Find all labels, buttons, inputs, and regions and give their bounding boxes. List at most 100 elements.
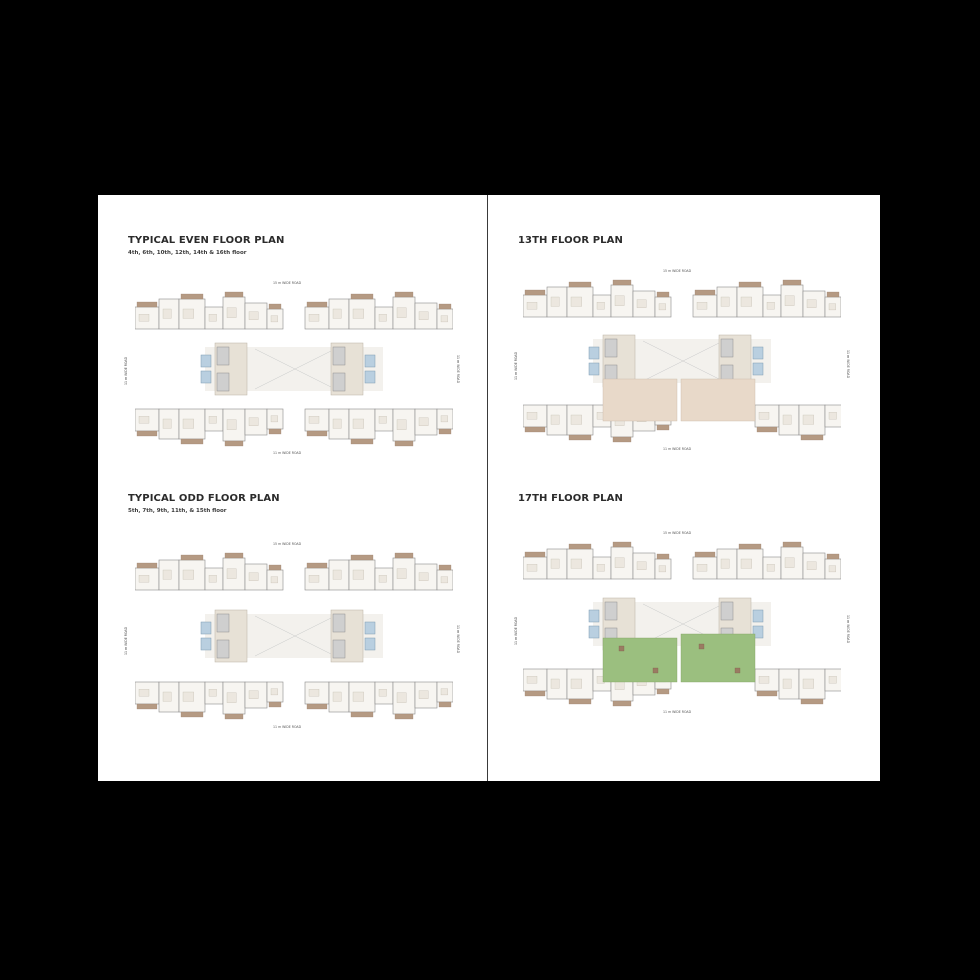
lower-right-furniture [352, 418, 364, 429]
lower-right-furniture [308, 689, 320, 697]
lift-left [588, 609, 600, 623]
refuge-area-left [602, 378, 678, 422]
lower-right-furniture [828, 676, 837, 684]
lower-right-furniture [378, 416, 387, 424]
lower-left-furniture [248, 690, 259, 699]
lower-right-balcony [350, 438, 374, 445]
lift-right [364, 370, 376, 384]
upper-right-balcony [306, 301, 328, 308]
lift-left [588, 346, 600, 360]
upper-right-furniture [828, 565, 836, 573]
upper-right-furniture [332, 569, 342, 580]
stair-left [216, 346, 230, 366]
lower-right-balcony [394, 713, 414, 720]
odd-road-top: 15 m WIDE ROAD [273, 542, 302, 546]
planter [698, 643, 705, 650]
lower-right-balcony [350, 711, 374, 718]
lower-left-furniture [162, 418, 172, 429]
upper-right-balcony [782, 541, 802, 548]
lower-right-furniture [308, 416, 320, 424]
upper-right-furniture [828, 303, 836, 311]
lower-right-balcony [438, 701, 452, 708]
upper-right-balcony [438, 303, 452, 310]
lower-left-furniture [182, 691, 194, 702]
lower-right-balcony [394, 440, 414, 447]
even-road-bottom: 11 m WIDE ROAD [273, 451, 302, 455]
even-floor-subtitle: 4th, 6th, 10th, 12th, 14th & 16th floor [128, 250, 247, 256]
lower-left-balcony [524, 426, 546, 433]
upper-left-furniture [658, 565, 666, 573]
lower-right-furniture [352, 691, 364, 702]
lower-right-balcony [800, 698, 824, 705]
stair-left [216, 613, 230, 633]
odd-plan-shapes [135, 552, 453, 720]
upper-right-balcony [438, 564, 452, 571]
lift-right [752, 362, 764, 376]
lower-left-furniture [248, 417, 259, 426]
upper-left-balcony [612, 279, 632, 286]
lift-right [752, 609, 764, 623]
lower-right-furniture [802, 678, 814, 689]
upper-left-balcony [524, 551, 546, 558]
upper-right-furniture [696, 302, 708, 310]
lift-left [200, 354, 212, 368]
lower-right-furniture [418, 690, 429, 699]
upper-right-balcony [694, 289, 716, 296]
lower-left-balcony [524, 690, 546, 697]
upper-right-furniture [784, 557, 795, 568]
upper-right-furniture [766, 302, 775, 310]
lower-right-furniture [758, 412, 770, 420]
upper-left-furniture [636, 561, 647, 570]
lift-right [364, 354, 376, 368]
odd-floor-title: TYPICAL ODD FLOOR PLAN [128, 493, 280, 504]
lift-left [588, 625, 600, 639]
stair-right [720, 338, 734, 358]
seventeenth-floor-plan-drawing [523, 539, 841, 709]
upper-right-furniture [396, 307, 407, 318]
upper-left-furniture [270, 576, 278, 584]
upper-left-furniture [162, 308, 172, 319]
upper-left-furniture [526, 564, 538, 572]
lower-left-furniture [270, 415, 278, 423]
lift-left [588, 362, 600, 376]
seventeenth-road-left: 11 m WIDE ROAD [514, 616, 518, 645]
lower-right-balcony [438, 428, 452, 435]
lower-left-balcony [656, 688, 670, 695]
lower-right-furniture [782, 414, 792, 425]
upper-left-furniture [182, 308, 194, 319]
odd-floor-plan-drawing [135, 550, 453, 722]
upper-left-furniture [596, 564, 605, 572]
upper-left-furniture [570, 296, 582, 307]
lower-left-furniture [270, 688, 278, 696]
lower-right-furniture [396, 419, 407, 430]
lower-left-furniture [570, 678, 582, 689]
brochure-page: TYPICAL EVEN FLOOR PLAN 4th, 6th, 10th, … [98, 195, 880, 781]
lower-left-furniture [182, 418, 194, 429]
core-diagonal [642, 340, 724, 382]
upper-left-balcony [524, 289, 546, 296]
lower-right-furniture [758, 676, 770, 684]
lower-left-balcony [568, 698, 592, 705]
upper-right-balcony [306, 562, 328, 569]
thirteenth-floor-title: 13TH FLOOR PLAN [518, 235, 623, 246]
stair-left [216, 372, 230, 392]
lower-left-furniture [208, 689, 217, 697]
lower-right-furniture [332, 418, 342, 429]
upper-right-furniture [352, 569, 364, 580]
lower-right-furniture [440, 415, 448, 423]
upper-left-furniture [570, 558, 582, 569]
seventeenth-road-top: 15 m WIDE ROAD [663, 531, 692, 535]
upper-left-furniture [550, 558, 560, 569]
lower-right-furniture [418, 417, 429, 426]
upper-right-furniture [696, 564, 708, 572]
lower-left-balcony [612, 700, 632, 707]
upper-left-balcony [568, 281, 592, 288]
lift-right [364, 621, 376, 635]
upper-right-furniture [720, 296, 730, 307]
upper-left-furniture [270, 315, 278, 323]
lower-left-furniture [162, 691, 172, 702]
lift-right [364, 637, 376, 651]
page-divider [487, 195, 488, 781]
lower-left-balcony [136, 430, 158, 437]
upper-right-furniture [378, 575, 387, 583]
